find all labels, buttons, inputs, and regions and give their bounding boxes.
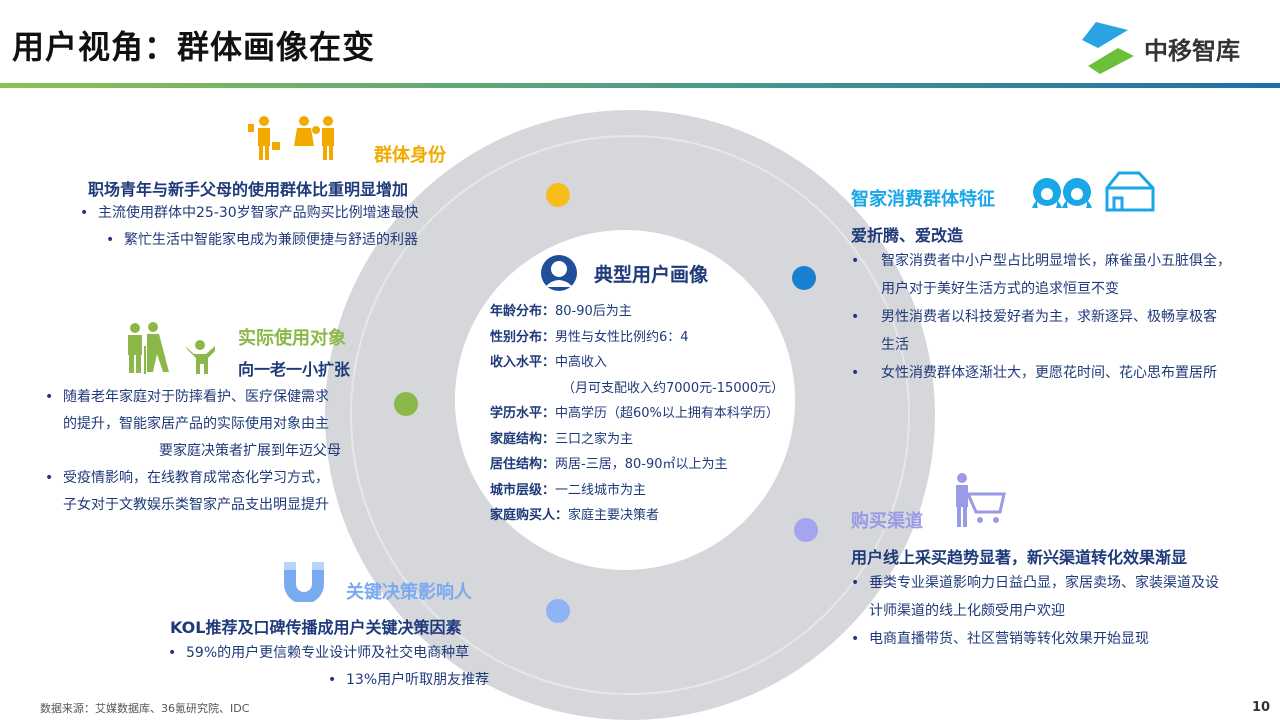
bullet-continued: 子女对于文教娱乐类智家产品支出明显提升 [63, 497, 329, 513]
bullet: 13%用户听取朋友推荐 [328, 667, 489, 694]
users-subheading: 向一老一小扩张 [238, 360, 351, 379]
channel-subheading: 用户线上采买趋势显著，新兴渠道转化效果渐显 [851, 548, 1188, 567]
shopping-cart-icon [956, 473, 1006, 527]
worker-icon [248, 116, 280, 160]
channel-bullets: 垂类专业渠道影响力日益凸显，家居卖场、家装渠道及设 计师渠道的线上化颇受用户欢迎… [851, 569, 1219, 653]
users-icons [125, 322, 215, 374]
dot-channel [794, 518, 818, 542]
bullet: 主流使用群体中25-30岁智家产品购买比例增速最快 [80, 200, 419, 227]
influencer-bullets: 59%的用户更信赖专业设计师及社交电商种草 13%用户听取朋友推荐 [168, 640, 489, 694]
profile-label: 居住结构： [490, 457, 556, 472]
data-source: 数据来源：艾媒数据库、36氪研究院、IDC [40, 702, 250, 715]
profile-row: （月可支配收入约7000元-15000元） [490, 376, 784, 402]
profile-label: 年龄分布： [490, 304, 556, 319]
bullet: 智家消费者中小户型占比明显增长，麻雀虽小五脏俱全， [851, 247, 1231, 275]
profile-row: 家庭购买人：家庭主要决策者 [490, 503, 784, 529]
elderly-icon [128, 322, 169, 374]
profile-label: 性别分布： [490, 329, 556, 345]
profile-label: 学历水平： [490, 406, 556, 421]
bullet: 随着老年家庭对于防摔看护、医疗保健需求 [45, 384, 341, 411]
dot-influencer [546, 599, 570, 623]
page-number: 10 [1252, 700, 1271, 715]
identity-bullets: 主流使用群体中25-30岁智家产品购买比例增速最快 繁忙生活中智能家电成为兼顾便… [80, 200, 419, 254]
bullet: 垂类专业渠道影响力日益凸显，家居卖场、家装渠道及设 [851, 569, 1219, 597]
page-title: 用户视角：群体画像在变 [12, 28, 376, 66]
identity-subheading: 职场青年与新手父母的使用群体比重明显增加 [88, 180, 409, 199]
bullet: 59%的用户更信赖专业设计师及社交电商种草 [168, 640, 489, 667]
header-divider [0, 83, 1280, 88]
profile-value: 80-90后为主 [555, 304, 632, 319]
bullet-continued: 用户对于美好生活方式的追求恒亘不变 [881, 281, 1119, 297]
profile-label: 收入水平： [490, 355, 556, 370]
profile-value: 两居-三居，80-90㎡以上为主 [555, 457, 728, 472]
logo: 中移智库 [1078, 20, 1240, 76]
profile-title: 典型用户画像 [594, 263, 709, 286]
profile-label: 城市层级： [490, 482, 556, 498]
bullet-continued: 要家庭决策者扩展到年迈父母 [159, 443, 341, 459]
users-bullets: 随着老年家庭对于防摔看护、医疗保健需求 的提升，智能家居产品的实际使用对象由主 … [45, 384, 341, 519]
profile-row: 性别分布：男性与女性比例约6：4 [490, 325, 784, 351]
bullet-continued: 生活 [881, 337, 909, 353]
bullet: 女性消费群体逐渐壮大，更愿花时间、花心思布置居所 [851, 359, 1231, 387]
logo-text: 中移智库 [1144, 36, 1240, 65]
identity-heading: 群体身份 [374, 145, 446, 166]
profile-row: 家庭结构：三口之家为主 [490, 427, 784, 453]
users-heading: 实际使用对象 [238, 328, 346, 349]
traits-bullets: 智家消费者中小户型占比明显增长，麻雀虽小五脏俱全， 用户对于美好生活方式的追求恒… [851, 247, 1231, 387]
dot-identity [546, 183, 570, 207]
profile-row: 城市层级：一二线城市为主 [490, 478, 784, 504]
profile-row: 居住结构：两居-三居，80-90㎡以上为主 [490, 452, 784, 478]
logo-icon [1082, 22, 1134, 74]
traits-subheading: 爱折腾、爱改造 [851, 226, 964, 245]
dot-users [394, 392, 418, 416]
bullet: 男性消费者以科技爱好者为主，求新逐异、极畅享极客 [851, 303, 1231, 331]
profile-value: 三口之家为主 [555, 431, 634, 447]
profile-value: 男性与女性比例约6：4 [555, 329, 689, 345]
influencer-subheading: KOL推荐及口碑传播成用户关键决策因素 [170, 618, 462, 637]
profile-row: 收入水平：中高收入 [490, 350, 784, 376]
bullet-continued: 的提升，智能家居产品的实际使用对象由主 [63, 416, 329, 432]
magnet-icon [284, 562, 324, 602]
profile-value: 一二线城市为主 [555, 482, 647, 498]
profile-value: 家庭主要决策者 [568, 508, 660, 523]
bullet: 繁忙生活中智能家电成为兼顾便捷与舒适的利器 [106, 227, 419, 254]
profile-value: （月可支配收入约7000元-15000元） [562, 380, 785, 396]
family-icon [294, 116, 334, 160]
child-icon [185, 340, 215, 374]
traits-heading: 智家消费群体特征 [851, 189, 995, 210]
bullet: 电商直播带货、社区营销等转化效果开始显现 [851, 625, 1219, 653]
profile-value: 中高收入 [555, 355, 608, 370]
profile-label: 家庭购买人： [490, 508, 569, 523]
bullet: 受疫情影响，在线教育成常态化学习方式， [45, 465, 341, 492]
dot-traits [792, 266, 816, 290]
center-circle [455, 230, 795, 570]
identity-icons [246, 114, 342, 160]
profile-row: 学历水平：中高学历（超60%以上拥有本科学历） [490, 401, 784, 427]
ring-line [350, 135, 910, 695]
user-icon [541, 255, 577, 291]
profile-value: 中高学历（超60%以上拥有本科学历） [555, 406, 779, 421]
people-icon [1032, 178, 1092, 208]
house-icon [1105, 171, 1155, 212]
profile-header: 典型用户画像 [538, 255, 708, 291]
influencer-heading: 关键决策影响人 [346, 582, 472, 603]
profile-label: 家庭结构： [490, 431, 556, 447]
profile-row: 年龄分布：80-90后为主 [490, 299, 784, 325]
bullet-continued: 计师渠道的线上化颇受用户欢迎 [869, 603, 1065, 619]
channel-heading: 购买渠道 [851, 511, 923, 532]
